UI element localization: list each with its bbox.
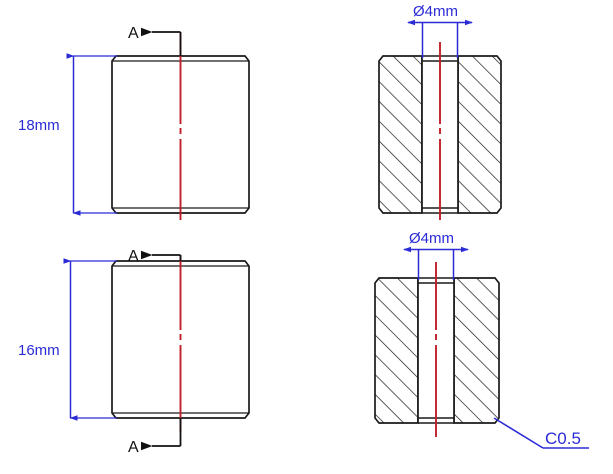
dimension-bore-diameter-top: Ø4mm <box>407 3 473 58</box>
dimension-label-diameter-bottom: Ø4mm <box>409 230 454 247</box>
section-mark-a-bottom-left-bottom: A <box>128 418 182 456</box>
section-wall-left-lower <box>374 277 419 424</box>
view-top-left-front: A 18mm <box>18 25 250 220</box>
view-bottom-right-section: Ø4mm C0.5 <box>374 230 589 449</box>
dimension-height-18mm: 18mm <box>18 53 117 216</box>
section-wall-right-lower <box>453 277 500 424</box>
section-mark-a-top-left: A <box>128 25 182 56</box>
section-letter-a-top: A <box>128 248 139 265</box>
view-top-right-section: Ø4mm <box>378 3 502 220</box>
dimension-label-18mm: 18mm <box>18 117 60 134</box>
chamfer-label-c05: C0.5 <box>545 429 581 448</box>
dimension-label-diameter-top: Ø4mm <box>413 3 458 20</box>
section-letter-a-bottom: A <box>128 439 139 456</box>
section-letter-a: A <box>128 25 139 42</box>
dimension-height-16mm: 16mm <box>18 258 117 421</box>
dimension-bore-diameter-bottom: Ø4mm <box>403 230 469 280</box>
chamfer-leader-line <box>493 417 544 449</box>
section-wall-right <box>457 55 502 214</box>
callout-chamfer-c05: C0.5 <box>493 417 589 449</box>
dimension-label-16mm: 16mm <box>18 342 60 359</box>
section-mark-a-bottom-left-top: A <box>128 248 182 265</box>
view-bottom-left-front: A A 16mm <box>18 248 250 456</box>
section-wall-left <box>378 55 423 214</box>
